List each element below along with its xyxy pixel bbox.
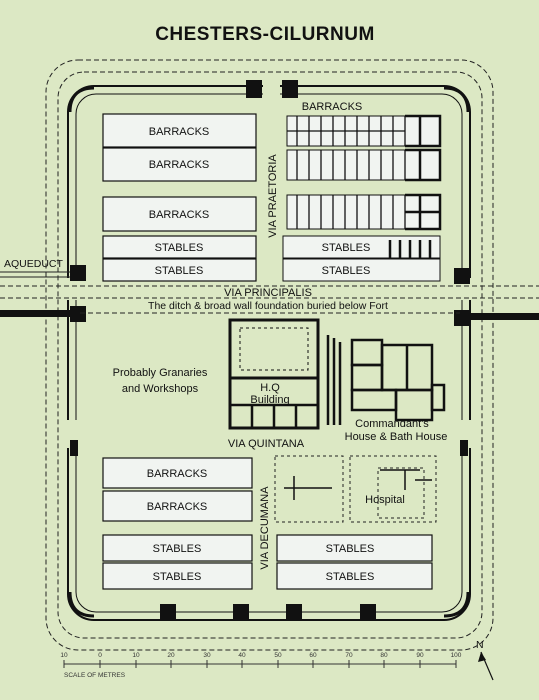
hq-label: H.Q [260,382,280,394]
scale-tick: 100 [451,652,462,659]
hq-building [228,318,320,430]
barracks-label: BARRACKS [149,159,210,171]
aqueduct-lines [0,271,539,320]
aqueduct-label: AQUEDUCT [4,258,64,270]
ditch-note: The ditch & broad wall foundation buried… [148,300,388,312]
commandants-house [326,335,446,425]
barracks-label: BARRACKS [302,101,363,113]
barracks-block [102,196,257,232]
commandant-label: House & Bath House [345,431,448,443]
towers [70,80,470,620]
south-central-walls [284,469,432,500]
north-right-barracks [282,115,441,282]
granaries-label: and Workshops [122,383,199,395]
scale-bar [63,660,457,668]
stables-label: STABLES [153,543,202,555]
via-quintana-label: VIA QUINTANA [228,438,305,450]
south-left-buildings [102,457,253,590]
scale-tick: 70 [345,652,353,659]
officers-quarters [388,114,442,258]
scale-tick: 80 [380,652,388,659]
via-principalis-label: VIA PRINCIPALIS [224,287,312,299]
stables-block [282,258,441,282]
stables-label: STABLES [155,265,204,277]
scale-tick: 50 [274,652,282,659]
barracks-label: BARRACKS [149,209,210,221]
stables-label: STABLES [155,242,204,254]
scale-caption: SCALE OF METRES [64,672,126,679]
stables-block [102,258,257,282]
south-central-outlines [274,455,437,523]
scale-tick: 90 [416,652,424,659]
scale-tick: 40 [238,652,246,659]
stables-block [102,235,257,259]
south-right-buildings [276,534,433,590]
barracks-label: BARRACKS [147,501,208,513]
scale-tick: 60 [309,652,317,659]
stables-label: STABLES [322,265,371,277]
outer-ditch [45,59,494,651]
via-decumana-label: VIA DECUMANA [259,486,271,570]
north-label: N [476,639,484,651]
via-praetoria-label: VIA PRAETORIA [267,154,279,238]
stables-label: STABLES [153,571,202,583]
scale-ticks: 10 0 10 20 30 40 50 60 70 80 90 100 [60,652,461,659]
hospital-label: Hospital [365,494,405,506]
stables-label: STABLES [326,543,375,555]
scale-tick: 0 [98,652,102,659]
stables-label: STABLES [322,242,371,254]
scale-tick: 10 [132,652,140,659]
scale-tick: 30 [203,652,211,659]
barracks-label: BARRACKS [149,126,210,138]
north-left-buildings [102,113,257,282]
corner-towers [68,86,470,618]
scale-tick: 20 [167,652,175,659]
granaries-label: Probably Granaries [113,367,208,379]
scale-tick: 10 [60,652,68,659]
via-principalis-road [0,285,539,314]
map-title: CHESTERS-CILURNUM [155,24,375,45]
commandant-label: Commandant's [355,418,429,430]
barracks-block [102,113,257,148]
barracks-label: BARRACKS [147,468,208,480]
north-arrow-icon [478,651,494,681]
hq-label: Building [250,394,289,406]
barracks-block [102,147,257,182]
barracks-cell-walls [287,116,406,229]
stables-label: STABLES [326,571,375,583]
